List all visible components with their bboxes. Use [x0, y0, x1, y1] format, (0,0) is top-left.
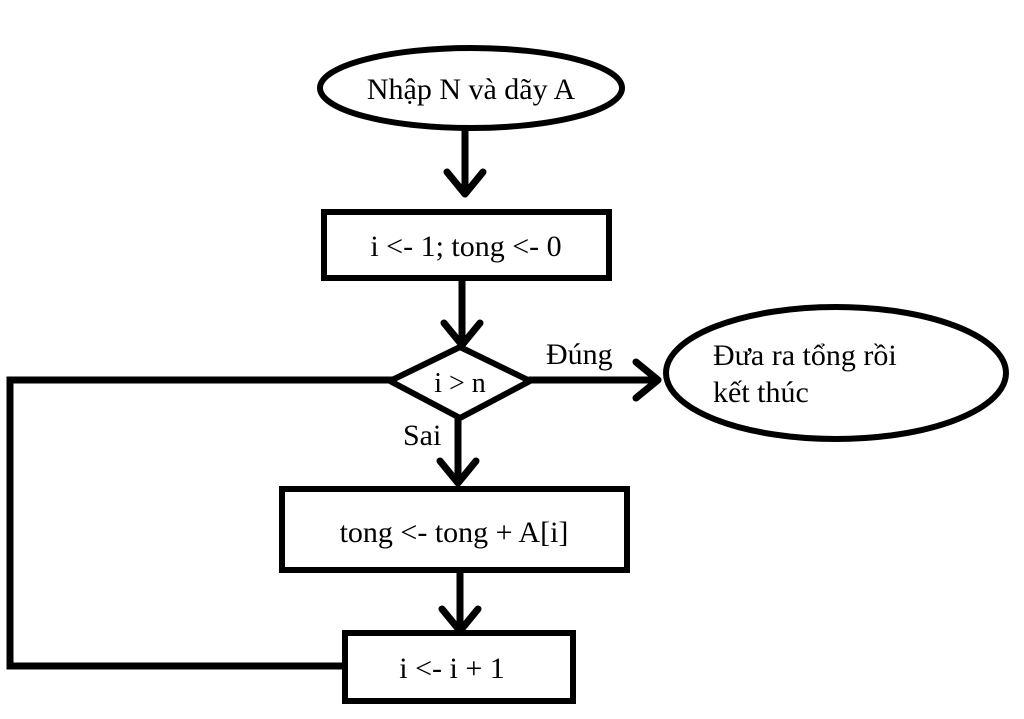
- output-label-line2: kết thúc: [713, 376, 809, 409]
- accumulate-label: tong <- tong + A[i]: [340, 516, 569, 549]
- condition-label: i > n: [434, 368, 486, 399]
- node-output: Đưa ra tổng rồi kết thúc: [663, 304, 1009, 442]
- connectors: [6, 124, 662, 670]
- accumulate-box: [279, 486, 630, 573]
- arrowhead-input-to-init: [443, 168, 487, 198]
- node-condition: i > n: [383, 343, 537, 422]
- arrowhead-condition-to-output: [632, 358, 662, 402]
- edge-label-no: Sai: [403, 419, 441, 452]
- condition-diamond: [383, 343, 537, 422]
- input-ellipse: [317, 45, 625, 131]
- output-label-line1: Đưa ra tổng rồi: [713, 339, 897, 372]
- increment-label: i <- i + 1: [399, 652, 505, 685]
- init-box: [321, 209, 612, 281]
- output-ellipse: [663, 304, 1009, 442]
- edge-label-yes: Đúng: [546, 338, 613, 371]
- node-increment: i <- i + 1: [342, 630, 576, 704]
- node-input: Nhập N và dãy A: [317, 45, 625, 131]
- node-init: i <- 1; tong <- 0: [321, 209, 612, 281]
- init-label: i <- 1; tong <- 0: [370, 230, 561, 263]
- node-accumulate: tong <- tong + A[i]: [279, 486, 630, 573]
- increment-box: [342, 630, 576, 704]
- input-label: Nhập N và dãy A: [367, 73, 576, 106]
- loop-back-line: [6, 376, 394, 670]
- arrowhead-condition-to-accumulate: [436, 457, 480, 487]
